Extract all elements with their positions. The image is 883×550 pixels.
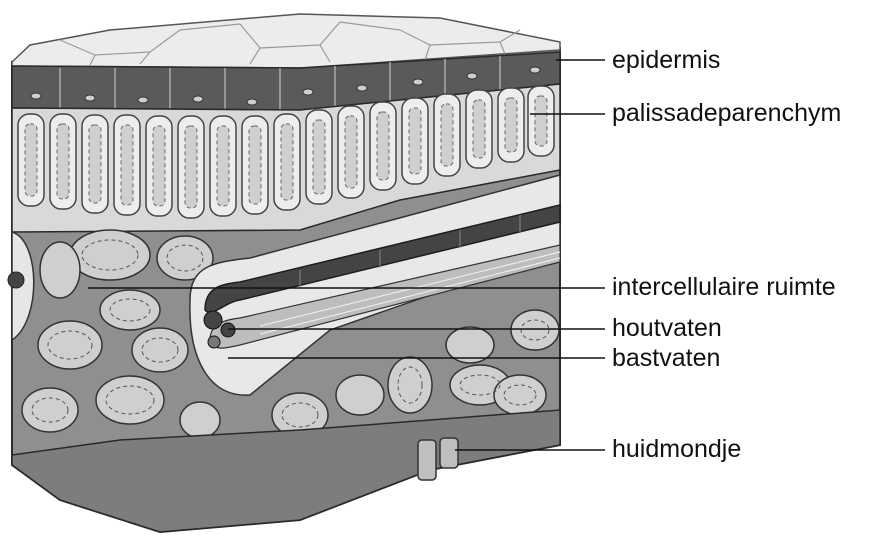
label-bastvaten: bastvaten — [612, 346, 720, 371]
label-intercellulaire-ruimte: intercellulaire ruimte — [612, 275, 836, 300]
label-palissadeparenchym: palissadeparenchym — [612, 101, 841, 126]
left-vein-xylem — [8, 272, 24, 288]
vein-end-xylem-1 — [204, 311, 222, 329]
vein-end-xylem-2 — [221, 323, 235, 337]
label-houtvaten: houtvaten — [612, 316, 722, 341]
label-epidermis: epidermis — [612, 48, 720, 73]
vein-end-phloem — [208, 336, 220, 348]
label-huidmondje: huidmondje — [612, 437, 741, 462]
